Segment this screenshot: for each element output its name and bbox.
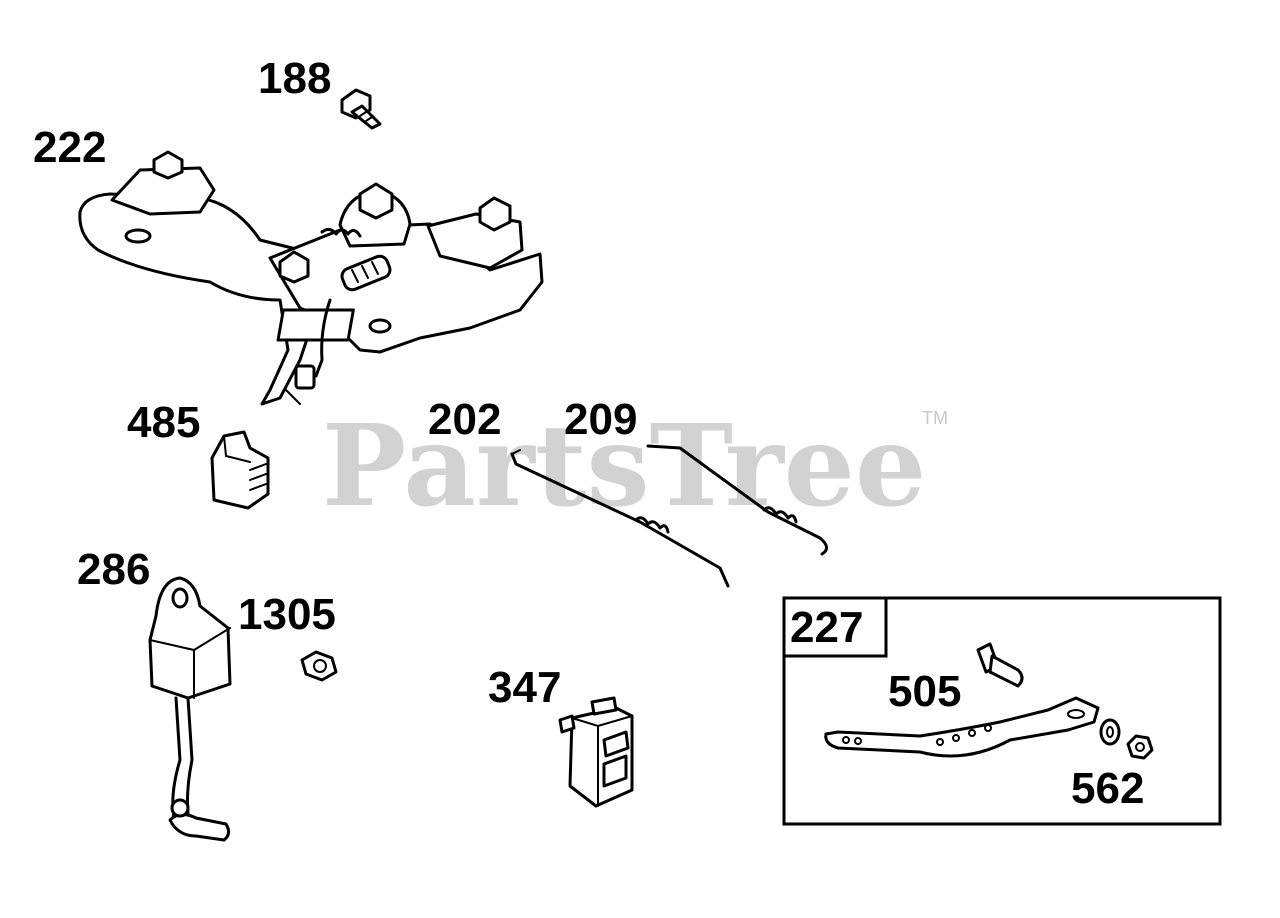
- watermark-trademark: TM: [922, 408, 948, 428]
- callout-485[interactable]: 485: [127, 398, 200, 447]
- callout-286[interactable]: 286: [77, 545, 150, 594]
- part-505-pin[interactable]: [976, 642, 1024, 688]
- kit-227-box: [782, 596, 1222, 826]
- part-562-washer-nut[interactable]: [1099, 718, 1154, 760]
- part-188-screw[interactable]: [340, 88, 382, 130]
- callout-505[interactable]: 505: [888, 667, 961, 716]
- part-347-rocker-switch[interactable]: [558, 696, 634, 808]
- part-209-spring-rod[interactable]: [646, 444, 828, 556]
- part-222-control-bracket[interactable]: [78, 150, 544, 406]
- part-1305-nut[interactable]: [300, 650, 338, 682]
- callout-227[interactable]: 227: [790, 603, 863, 652]
- watermark-text: PartsTree: [322, 401, 926, 532]
- callout-209[interactable]: 209: [564, 395, 637, 444]
- callout-188[interactable]: 188: [258, 54, 331, 103]
- callout-1305[interactable]: 1305: [238, 590, 336, 639]
- callout-347[interactable]: 347: [488, 663, 561, 712]
- part-227-lever[interactable]: [824, 696, 1100, 758]
- callout-562[interactable]: 562: [1071, 764, 1144, 813]
- part-286-switch-module[interactable]: [148, 576, 232, 842]
- part-485-boot[interactable]: [210, 430, 270, 510]
- part-202-link-rod[interactable]: [510, 449, 730, 588]
- callout-202[interactable]: 202: [428, 395, 501, 444]
- callout-222[interactable]: 222: [33, 123, 106, 172]
